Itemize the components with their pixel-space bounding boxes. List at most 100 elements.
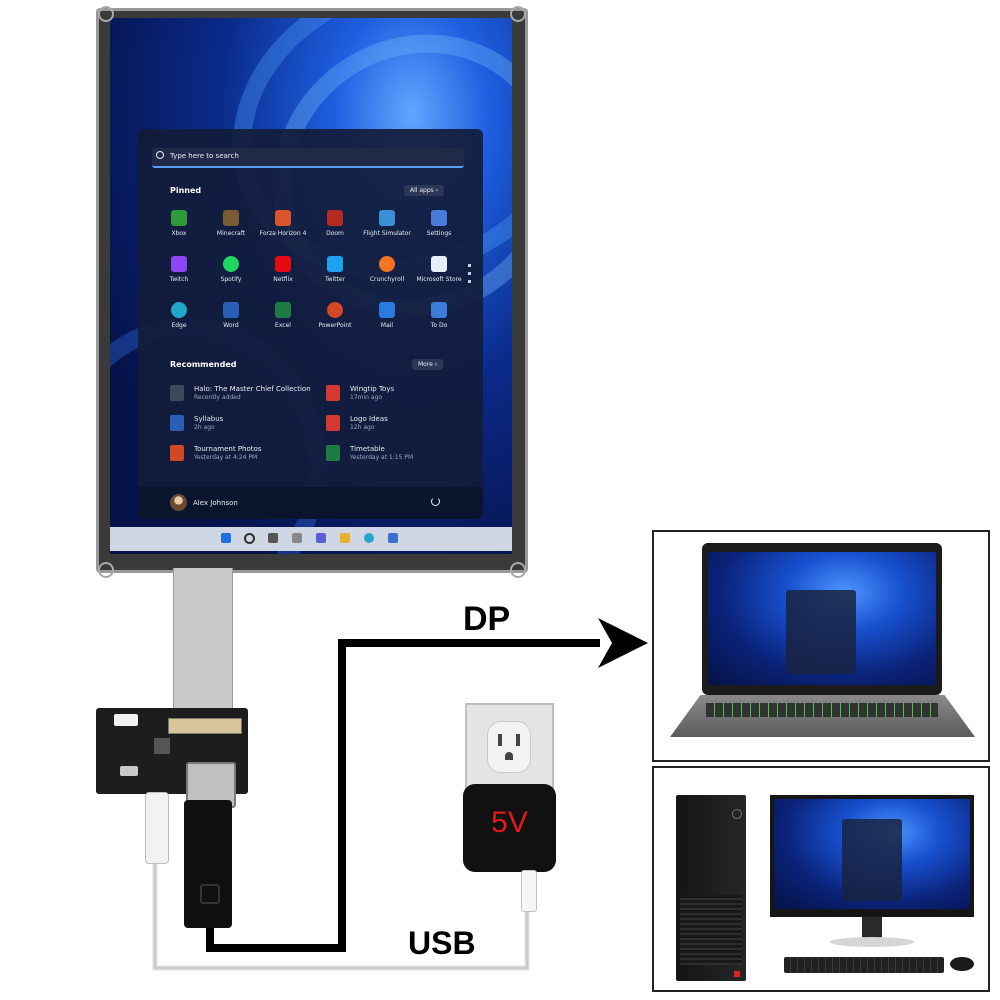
user-name[interactable]: Alex Johnson: [193, 499, 238, 507]
fpc-connector: [168, 718, 242, 734]
pinned-app-spotify[interactable]: Spotify: [205, 256, 257, 283]
outlet-ground: [505, 752, 513, 760]
tower-vent: [680, 895, 742, 965]
monitor-base: [830, 937, 914, 947]
dp-logo-icon: [200, 884, 220, 904]
pinned-app-label: Spotify: [220, 276, 242, 283]
power-button-icon: [732, 809, 742, 819]
recommended-item-title: Timetable: [350, 445, 385, 453]
tower-brand-mark: [734, 971, 740, 977]
chat-icon[interactable]: [316, 533, 326, 543]
pinned-app-label: Forza Horizon 4: [259, 230, 307, 237]
powerpoint-file-icon: [170, 445, 184, 461]
edge-icon[interactable]: [364, 533, 374, 543]
more-label: More: [418, 361, 433, 368]
recommended-item-title: Wingtip Toys: [350, 385, 395, 393]
usb-cable-outline: [154, 860, 528, 969]
pinned-app-twitch[interactable]: Twitch: [153, 256, 205, 283]
pinned-app-label: Settings: [426, 230, 452, 237]
displayport-plug: [184, 800, 232, 928]
dp-arrow-head: [598, 618, 648, 668]
laptop-keyboard: [706, 703, 938, 717]
pinned-app-settings[interactable]: Settings: [413, 210, 465, 237]
pinned-app-edge[interactable]: Edge: [153, 302, 205, 329]
excel-icon: [275, 302, 291, 318]
board-chip: [154, 738, 170, 754]
pinned-app-crunchyroll[interactable]: Crunchyroll: [361, 256, 413, 283]
pinned-app-label: Doom: [326, 230, 344, 237]
pinned-app-label: To Do: [430, 322, 448, 329]
usb-plug: [521, 870, 537, 912]
widgets-icon[interactable]: [292, 533, 302, 543]
outlet-slot: [516, 734, 520, 746]
avatar[interactable]: [170, 494, 187, 511]
mouse: [950, 957, 974, 971]
power-adapter: [463, 784, 556, 872]
file-explorer-icon[interactable]: [340, 533, 350, 543]
search-icon[interactable]: [244, 533, 255, 544]
pinned-app-forza[interactable]: Forza Horizon 4: [257, 210, 309, 237]
recommended-item-time: Yesterday at 4:24 PM: [194, 454, 258, 461]
store-icon: [431, 256, 447, 272]
more-button[interactable]: More ›: [412, 359, 444, 370]
monitor-screen: [774, 799, 970, 909]
pinned-app-netflix[interactable]: Netflix: [257, 256, 309, 283]
twitch-icon: [171, 256, 187, 272]
pinned-app-label: Minecraft: [216, 230, 246, 237]
mounting-tab: [510, 562, 526, 578]
spotify-icon: [223, 256, 239, 272]
pinned-app-label: Word: [223, 322, 239, 329]
mail-icon: [379, 302, 395, 318]
taskbar: [110, 527, 512, 551]
all-apps-button[interactable]: All apps ›: [404, 185, 445, 196]
word-file-icon: [170, 415, 184, 431]
halo-icon: [170, 385, 184, 401]
pinned-app-powerpoint[interactable]: PowerPoint: [309, 302, 361, 329]
board-connector: [114, 714, 138, 726]
pinned-app-excel[interactable]: Excel: [257, 302, 309, 329]
pinned-app-label: Netflix: [273, 276, 293, 283]
recommended-item-title: Logo Ideas: [350, 415, 388, 423]
store-icon[interactable]: [388, 533, 398, 543]
search-placeholder: Type here to search: [170, 152, 239, 160]
power-icon[interactable]: [431, 497, 440, 506]
pinned-app-flight-simulator[interactable]: Flight Simulator: [361, 210, 413, 237]
pinned-app-label: PowerPoint: [318, 322, 352, 329]
doom-icon: [327, 210, 343, 226]
all-apps-label: All apps: [410, 187, 434, 194]
xbox-icon: [171, 210, 187, 226]
pinned-app-xbox[interactable]: Xbox: [153, 210, 205, 237]
pinned-app-label: Flight Simulator: [363, 230, 411, 237]
chevron-right-icon: ›: [434, 361, 438, 368]
pinned-app-microsoft-store[interactable]: Microsoft Store: [413, 256, 465, 283]
pinned-app-twitter[interactable]: Twitter: [309, 256, 361, 283]
search-box[interactable]: Type here to search: [152, 148, 464, 168]
powerpoint-icon: [327, 302, 343, 318]
checkmark-icon: [431, 302, 447, 318]
pinned-app-word[interactable]: Word: [205, 302, 257, 329]
windows-start-icon[interactable]: [221, 533, 231, 543]
usb-plug: [145, 792, 169, 864]
start-menu-footer: [138, 487, 483, 519]
pinned-app-label: Crunchyroll: [369, 276, 405, 283]
pinned-app-mail[interactable]: Mail: [361, 302, 413, 329]
pinned-app-to-do[interactable]: To Do: [413, 302, 465, 329]
recommended-item-time: Recently added: [194, 394, 241, 401]
recommended-item-title: Tournament Photos: [194, 445, 262, 453]
forza-icon: [275, 210, 291, 226]
usb-label: USB: [408, 925, 476, 961]
netflix-icon: [275, 256, 291, 272]
recommended-title: Recommended: [170, 360, 237, 369]
outlet-slot: [498, 734, 502, 746]
recommended-item-title: Syllabus: [194, 415, 224, 423]
pinned-app-minecraft[interactable]: Minecraft: [205, 210, 257, 237]
more-dots-icon[interactable]: [468, 264, 471, 284]
pinned-app-doom[interactable]: Doom: [309, 210, 361, 237]
pinned-app-label: Mail: [380, 322, 394, 329]
task-view-icon[interactable]: [268, 533, 278, 543]
keyboard: [784, 957, 944, 973]
crunchyroll-icon: [379, 256, 395, 272]
pinned-app-label: Twitch: [169, 276, 189, 283]
chevron-right-icon: ›: [435, 187, 439, 194]
monitor-stand: [862, 917, 882, 939]
